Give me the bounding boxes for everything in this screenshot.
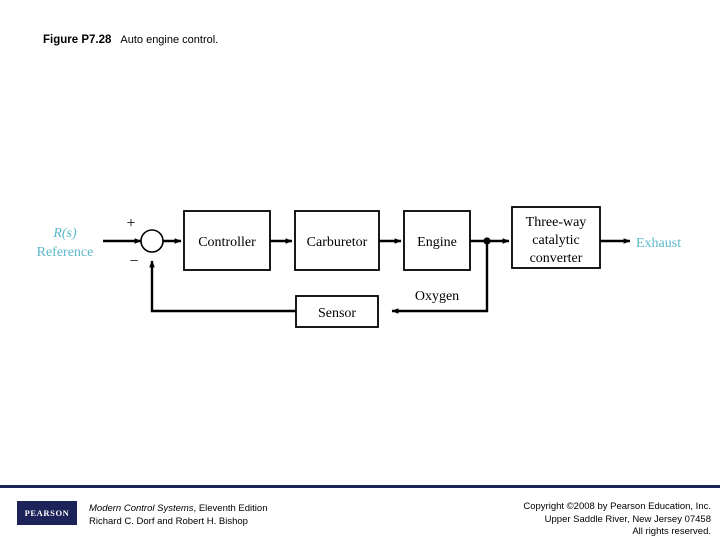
book-authors: Richard C. Dorf and Robert H. Bishop	[89, 515, 248, 527]
footer-divider	[0, 485, 720, 488]
copyright-line-2: Upper Saddle River, New Jersey 07458	[544, 513, 711, 525]
block-controller-label: Controller	[198, 235, 256, 250]
block-converter-label-line3: converter	[530, 251, 583, 266]
book-credit: Modern Control Systems, Eleventh Edition…	[89, 503, 267, 528]
book-edition: , Eleventh Edition	[193, 503, 268, 514]
block-converter-label-line2: catalytic	[532, 233, 579, 248]
block-engine-label: Engine	[417, 235, 457, 250]
figure-caption: Figure P7.28 Auto engine control.	[43, 33, 218, 47]
book-title: Modern Control Systems	[89, 503, 194, 514]
block-diagram: R(s) Reference + − Controller Carburetor…	[37, 206, 681, 328]
pearson-logo-text: PEARSON	[24, 508, 70, 518]
block-converter-label-line1: Three-way	[526, 215, 587, 230]
pearson-logo: PEARSON	[17, 501, 77, 525]
summing-plus-sign: +	[126, 215, 135, 232]
block-carburetor-label: Carburetor	[307, 235, 368, 250]
sensor-to-summing-wire	[149, 260, 296, 313]
block-catalytic-converter	[511, 206, 601, 269]
oxygen-label: Oxygen	[415, 289, 459, 304]
copyright-block: Copyright ©2008 by Pearson Education, In…	[523, 501, 711, 539]
figure-number: Figure P7.28	[43, 34, 112, 46]
block-engine	[403, 210, 471, 271]
reference-signal-label: Reference	[37, 245, 94, 260]
copyright-line-1: Copyright ©2008 by Pearson Education, In…	[523, 501, 711, 512]
figure-title: Auto engine control.	[120, 34, 219, 46]
book-title-line: Modern Control Systems, Eleventh Edition	[89, 503, 267, 516]
oxygen-tap-node	[483, 237, 491, 245]
block-controller	[183, 210, 271, 271]
block-sensor	[295, 295, 379, 328]
copyright-line-3: All rights reserved.	[632, 526, 711, 537]
block-sensor-label: Sensor	[318, 306, 356, 321]
summing-junction	[140, 229, 164, 253]
block-carburetor	[294, 210, 380, 271]
oxygen-feedback-wire	[391, 241, 489, 314]
reference-signal-symbol: R(s)	[52, 226, 77, 241]
summing-minus-sign: −	[129, 253, 138, 270]
exhaust-signal-label: Exhaust	[636, 236, 681, 251]
